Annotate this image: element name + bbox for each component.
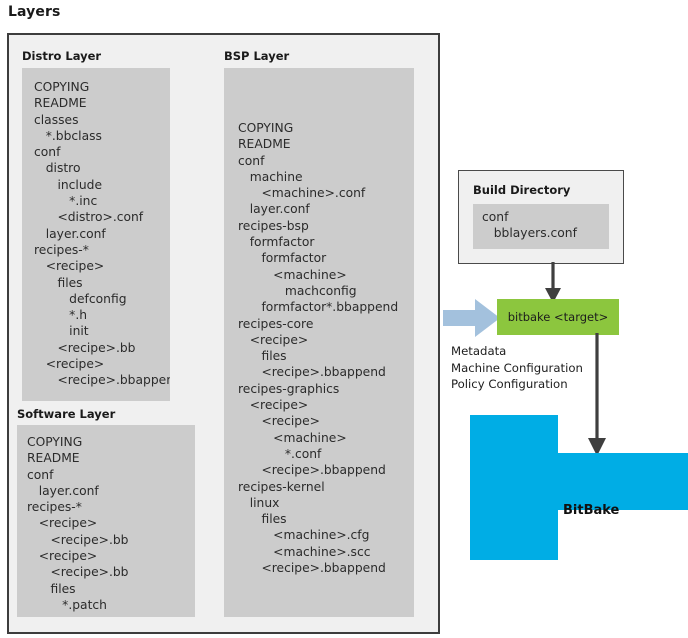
build-directory-tree-box: conf bblayers.conf (473, 204, 609, 249)
bitbake-shape-label: BitBake (563, 503, 620, 518)
build-directory-title: Build Directory (473, 183, 571, 197)
distro-layer-tree-box: COPYING README classes *.bbclass conf di… (22, 68, 170, 401)
distro-layer-file-tree: COPYING README classes *.bbclass conf di… (34, 80, 170, 388)
metadata-inputs-label: Metadata Machine Configuration Policy Co… (451, 344, 583, 391)
distro-layer-title: Distro Layer (22, 49, 102, 63)
bsp-layer-file-tree: COPYING README conf machine <machine>.co… (238, 121, 399, 576)
bitbake-shape (470, 415, 688, 560)
software-layer-file-tree: COPYING README conf layer.conf recipes-*… (27, 435, 129, 612)
arrow-bitbake-to-bitbake-shape (588, 333, 606, 456)
arrow-build-directory-to-bitbake (545, 262, 561, 303)
arrow-metadata-into-bitbake (443, 299, 500, 337)
bsp-layer-tree-box: COPYING README conf machine <machine>.co… (224, 68, 414, 617)
bitbake-target-box[interactable]: bitbake <target> (497, 299, 619, 335)
software-layer-title: Software Layer (17, 407, 116, 421)
bsp-layer-title: BSP Layer (224, 49, 290, 63)
software-layer-tree-box: COPYING README conf layer.conf recipes-*… (17, 425, 195, 617)
build-directory-file-tree: conf bblayers.conf (482, 210, 577, 241)
build-directory-box: Build Directory conf bblayers.conf (458, 170, 624, 264)
bitbake-target-label: bitbake <target> (507, 310, 609, 324)
page-title: Layers (8, 4, 61, 20)
